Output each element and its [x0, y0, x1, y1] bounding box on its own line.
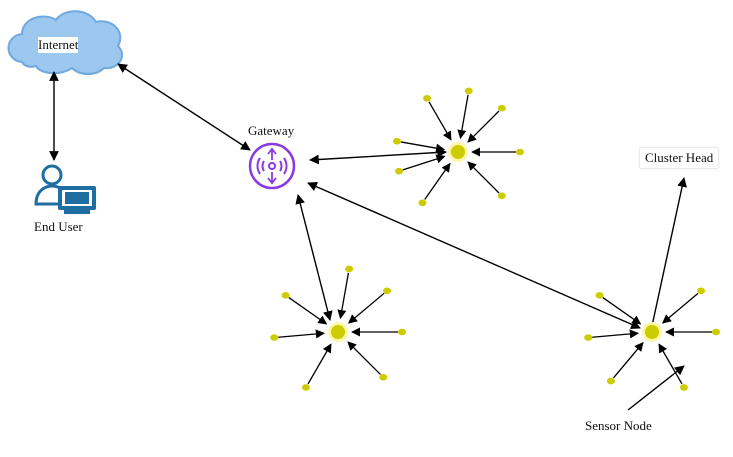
cluster-head-node — [645, 325, 659, 339]
sensor-node — [345, 265, 354, 273]
link-gateway-cluster-c — [307, 182, 641, 329]
sensor-clusters — [270, 87, 720, 391]
link-gateway-cluster-a — [309, 147, 447, 165]
sensor-node — [270, 334, 279, 341]
sensor-node — [584, 334, 593, 341]
sensor-node — [497, 192, 506, 200]
link-cluster-c-cluster-head — [651, 177, 687, 327]
cluster-c — [584, 287, 720, 391]
gateway-label: Gateway — [248, 123, 295, 139]
sensor-link — [278, 329, 325, 339]
sensor-node — [697, 287, 706, 295]
sensor-node — [395, 167, 404, 175]
cluster-a — [392, 87, 524, 207]
sensor-link — [592, 329, 639, 339]
sensor-node — [497, 104, 506, 112]
sensor-node — [383, 287, 392, 295]
sensor-node — [606, 377, 615, 385]
cluster-head-label: Cluster Head — [640, 148, 719, 168]
link-gateway-cluster-b — [295, 194, 333, 321]
sensor-link — [467, 161, 500, 194]
sensor-link — [662, 292, 699, 324]
link-sensor-node-label — [627, 365, 685, 411]
sensor-node — [516, 148, 524, 156]
user-computer-icon — [34, 164, 96, 214]
sensor-link — [658, 343, 683, 385]
wireless-gateway-icon — [248, 142, 296, 190]
link-internet-gateway — [117, 63, 251, 151]
sensor-link — [602, 297, 642, 325]
sensor-node — [464, 87, 473, 95]
cluster-head-node — [331, 325, 345, 339]
sensor-node — [595, 291, 604, 299]
sensor-node — [302, 384, 310, 391]
sensor-link — [428, 101, 452, 141]
sensor-node — [418, 199, 427, 207]
sensor-link — [424, 162, 451, 200]
internet-label: Internet — [38, 37, 79, 53]
sensor-link — [307, 343, 332, 385]
sensor-node — [392, 137, 401, 145]
end-user-label: End User — [34, 219, 83, 235]
connection-links — [49, 63, 687, 411]
sensor-link — [467, 110, 500, 143]
sensor-link — [337, 272, 350, 320]
cluster-head-node — [451, 145, 465, 159]
sensor-node-label: Sensor Node — [585, 418, 652, 434]
sensor-link — [402, 154, 446, 171]
sensor-link — [612, 342, 644, 379]
sensor-node — [712, 328, 720, 336]
sensor-node — [281, 291, 290, 299]
sensor-link — [347, 341, 381, 375]
sensor-link — [400, 141, 446, 153]
sensor-node — [398, 328, 406, 336]
sensor-node — [423, 95, 431, 102]
sensor-node — [379, 373, 388, 381]
sensor-node — [680, 384, 688, 391]
cluster-b — [270, 265, 406, 391]
sensor-link — [288, 297, 328, 325]
sensor-link — [348, 292, 385, 324]
sensor-link — [457, 94, 469, 140]
